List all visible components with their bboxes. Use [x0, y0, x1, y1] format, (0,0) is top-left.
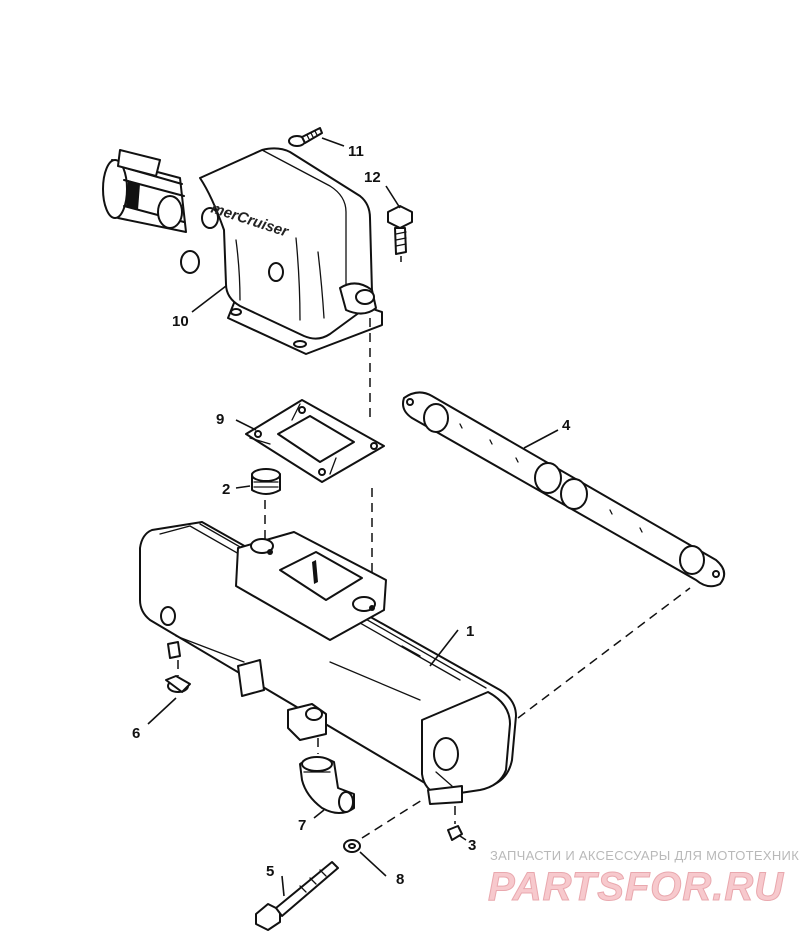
- callout-6: 6: [132, 725, 140, 742]
- exhaust-elbow-part: merCruiser: [102, 147, 383, 355]
- gasket-part-9: [245, 399, 385, 483]
- alignment-lines: [264, 318, 691, 839]
- callout-numbers: 1 2 3 4 5 6 7 8 9 10 11 12: [132, 143, 571, 888]
- callout-12: 12: [364, 169, 381, 186]
- clip-part-6: [165, 660, 191, 693]
- washer-part-8: [343, 839, 361, 853]
- callout-2: 2: [222, 481, 230, 498]
- watermark-subtitle: ЗАПЧАСТИ И АКСЕССУАРЫ ДЛЯ МОТОТЕХНИКИ: [490, 848, 800, 863]
- elbow-fitting-part-7: [299, 738, 355, 814]
- callout-9: 9: [216, 411, 224, 428]
- callout-5: 5: [266, 863, 274, 880]
- manifold-gasket-part-4: [402, 391, 726, 588]
- callout-1: 1: [466, 623, 474, 640]
- plug-part-2: [251, 468, 281, 495]
- callout-8: 8: [396, 871, 404, 888]
- callout-11: 11: [348, 143, 364, 160]
- callout-4: 4: [562, 417, 571, 434]
- stud-part-5: [255, 861, 339, 931]
- watermark-logo: PARTSFOR.RU: [488, 865, 784, 909]
- callout-10: 10: [172, 313, 189, 330]
- bolt-part-12: [387, 205, 413, 262]
- callout-7: 7: [298, 817, 306, 834]
- exhaust-manifold-part-1: [139, 521, 517, 805]
- callout-leaders: [147, 137, 559, 897]
- watermark: ЗАПЧАСТИ И АКСЕССУАРЫ ДЛЯ МОТОТЕХНИКИ PA…: [488, 848, 800, 910]
- callout-3: 3: [468, 837, 476, 854]
- screw-part-11: [288, 127, 323, 147]
- nut-part-3: [447, 806, 463, 841]
